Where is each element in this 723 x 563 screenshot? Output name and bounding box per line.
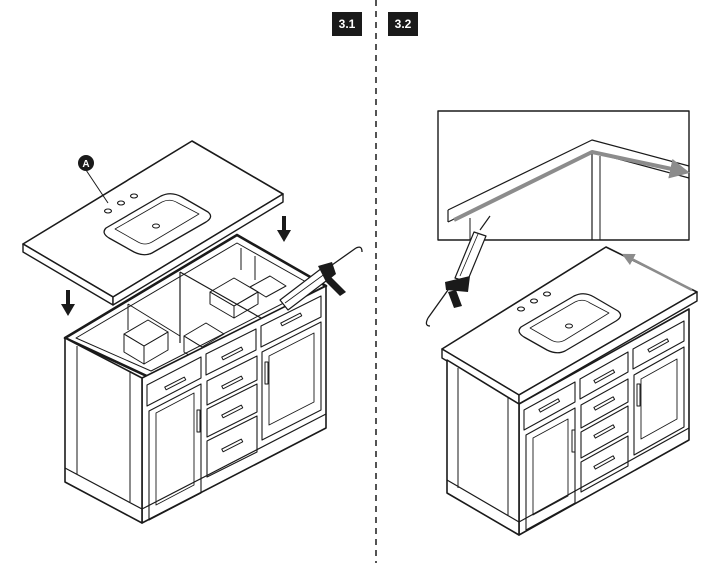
drawer-handle	[280, 312, 303, 327]
drawer-handle	[221, 346, 244, 361]
drawer-front	[580, 378, 629, 429]
drawer-front	[523, 381, 576, 431]
cabinet-door	[633, 346, 685, 456]
callout-a-marker	[78, 155, 94, 171]
drawer-front	[206, 415, 258, 478]
drawer-handle	[221, 375, 244, 390]
step-label: 3.2	[394, 17, 412, 31]
cabinet-body	[64, 285, 327, 524]
faucet-hole	[529, 298, 539, 304]
faucet-hole	[116, 200, 126, 206]
drawer-handle	[221, 438, 244, 453]
installed-countertop	[441, 246, 698, 405]
door-handle	[264, 361, 269, 385]
step-label: 3.1	[338, 17, 356, 31]
drawer-handle	[593, 455, 616, 470]
drawer-handle	[593, 424, 616, 439]
drawer-front	[206, 355, 258, 406]
caulking-gun-icon	[279, 246, 363, 311]
door-handle	[636, 383, 641, 407]
door-handle	[196, 409, 201, 433]
countertop	[22, 140, 284, 306]
cabinet-body	[446, 308, 690, 536]
cabinet-door	[525, 407, 576, 531]
cabinet-door	[261, 321, 322, 441]
drawer-front	[260, 295, 322, 348]
drawer-front	[206, 383, 258, 438]
sealant-direction-arrow	[621, 253, 693, 292]
drawer-handle	[593, 369, 616, 384]
drawer-front	[146, 356, 202, 407]
detail-inset	[437, 110, 690, 241]
step-badge-3-1: 3.1	[332, 12, 362, 36]
step-badge-3-2: 3.2	[388, 12, 418, 36]
callout-leader	[85, 169, 109, 204]
drawer-front	[205, 328, 257, 376]
drawer-handle	[538, 398, 561, 413]
drawer-front	[632, 320, 685, 370]
drawer-front	[580, 435, 629, 493]
caulking-gun-icon	[425, 215, 491, 327]
faucet-hole	[103, 208, 113, 214]
faucet-hole	[542, 291, 552, 297]
faucet-hole	[516, 306, 526, 312]
drawer-front	[580, 405, 629, 459]
step-3-2-illustration	[425, 110, 698, 536]
down-arrow-icon	[277, 216, 291, 242]
drawer-front	[579, 351, 629, 400]
sealant-bead	[453, 150, 690, 222]
faucet-hole	[129, 193, 139, 199]
drawer-handle	[647, 338, 670, 353]
sink-basin	[518, 293, 622, 354]
callout-a-label: A	[82, 159, 89, 170]
step-3-1-illustration: A	[22, 140, 363, 524]
drawer-handle	[221, 404, 244, 419]
door-handle	[571, 429, 576, 453]
down-arrow-icon	[61, 290, 75, 316]
cabinet-top-frame	[63, 233, 328, 380]
cabinet-door	[148, 383, 202, 521]
drawer-handle	[593, 396, 616, 411]
drawer-handle	[164, 376, 187, 391]
